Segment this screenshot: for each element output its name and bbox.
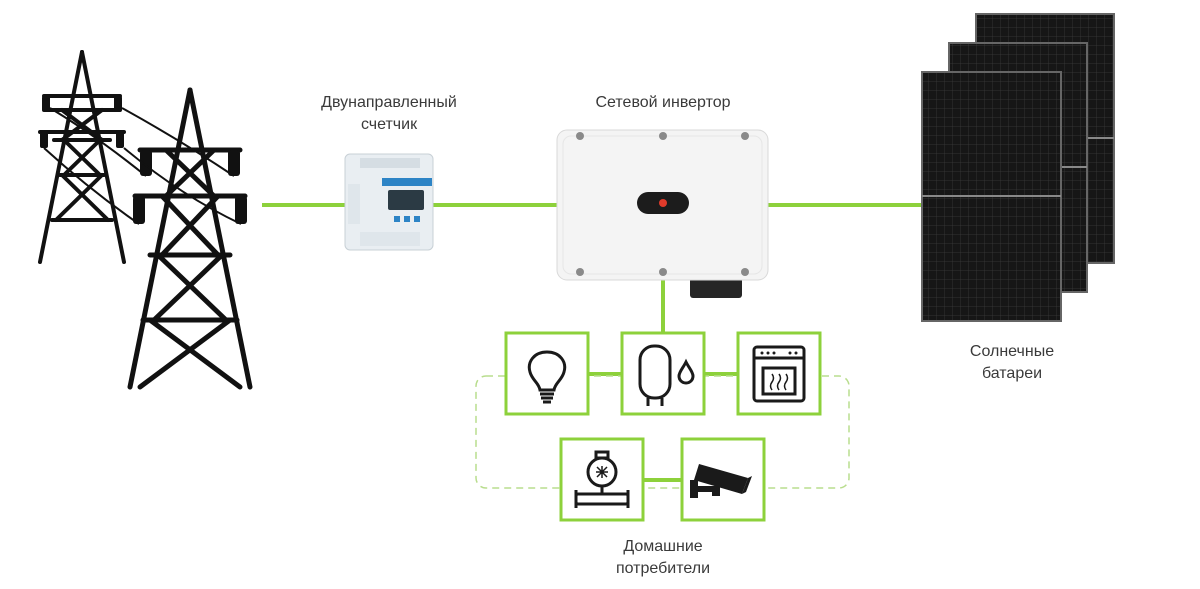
oven-icon xyxy=(752,345,806,403)
security-camera-icon xyxy=(690,464,752,498)
inverter-label-text: Сетевой инвертор xyxy=(595,94,731,111)
light-bulb-icon xyxy=(527,350,567,404)
water-heater-icon xyxy=(638,344,695,406)
consumers-label-line-1: Домашние xyxy=(623,538,703,555)
meter-label-line-2: счетчик xyxy=(360,116,418,133)
household-frame xyxy=(475,375,850,489)
panels-label: Солнечные батареи xyxy=(942,341,1082,385)
water-meter-icon xyxy=(574,450,630,508)
pylon-insulators-front xyxy=(133,150,247,224)
panels-label-line-1: Солнечные xyxy=(969,343,1055,360)
power-cables xyxy=(43,107,242,225)
connection-lines xyxy=(262,203,922,482)
consumer-boxes xyxy=(504,331,822,522)
grid-inverter-icon xyxy=(556,129,769,298)
panels-label-line-2: батареи xyxy=(981,365,1043,382)
inverter-label: Сетевой инвертор xyxy=(553,92,773,114)
meter-label: Двунаправленный счетчик xyxy=(294,92,484,136)
consumers-label-line-2: потребители xyxy=(615,560,711,577)
electric-meter-icon xyxy=(344,153,434,251)
consumers-label: Домашние потребители xyxy=(583,536,743,580)
power-pylon-icon xyxy=(127,87,253,390)
pylon-insulators-back xyxy=(40,96,124,148)
power-pylon-icon xyxy=(38,50,126,264)
solar-panel-icon xyxy=(921,13,1115,322)
oven-knobs xyxy=(760,351,798,355)
meter-label-line-1: Двунаправленный xyxy=(321,94,457,111)
